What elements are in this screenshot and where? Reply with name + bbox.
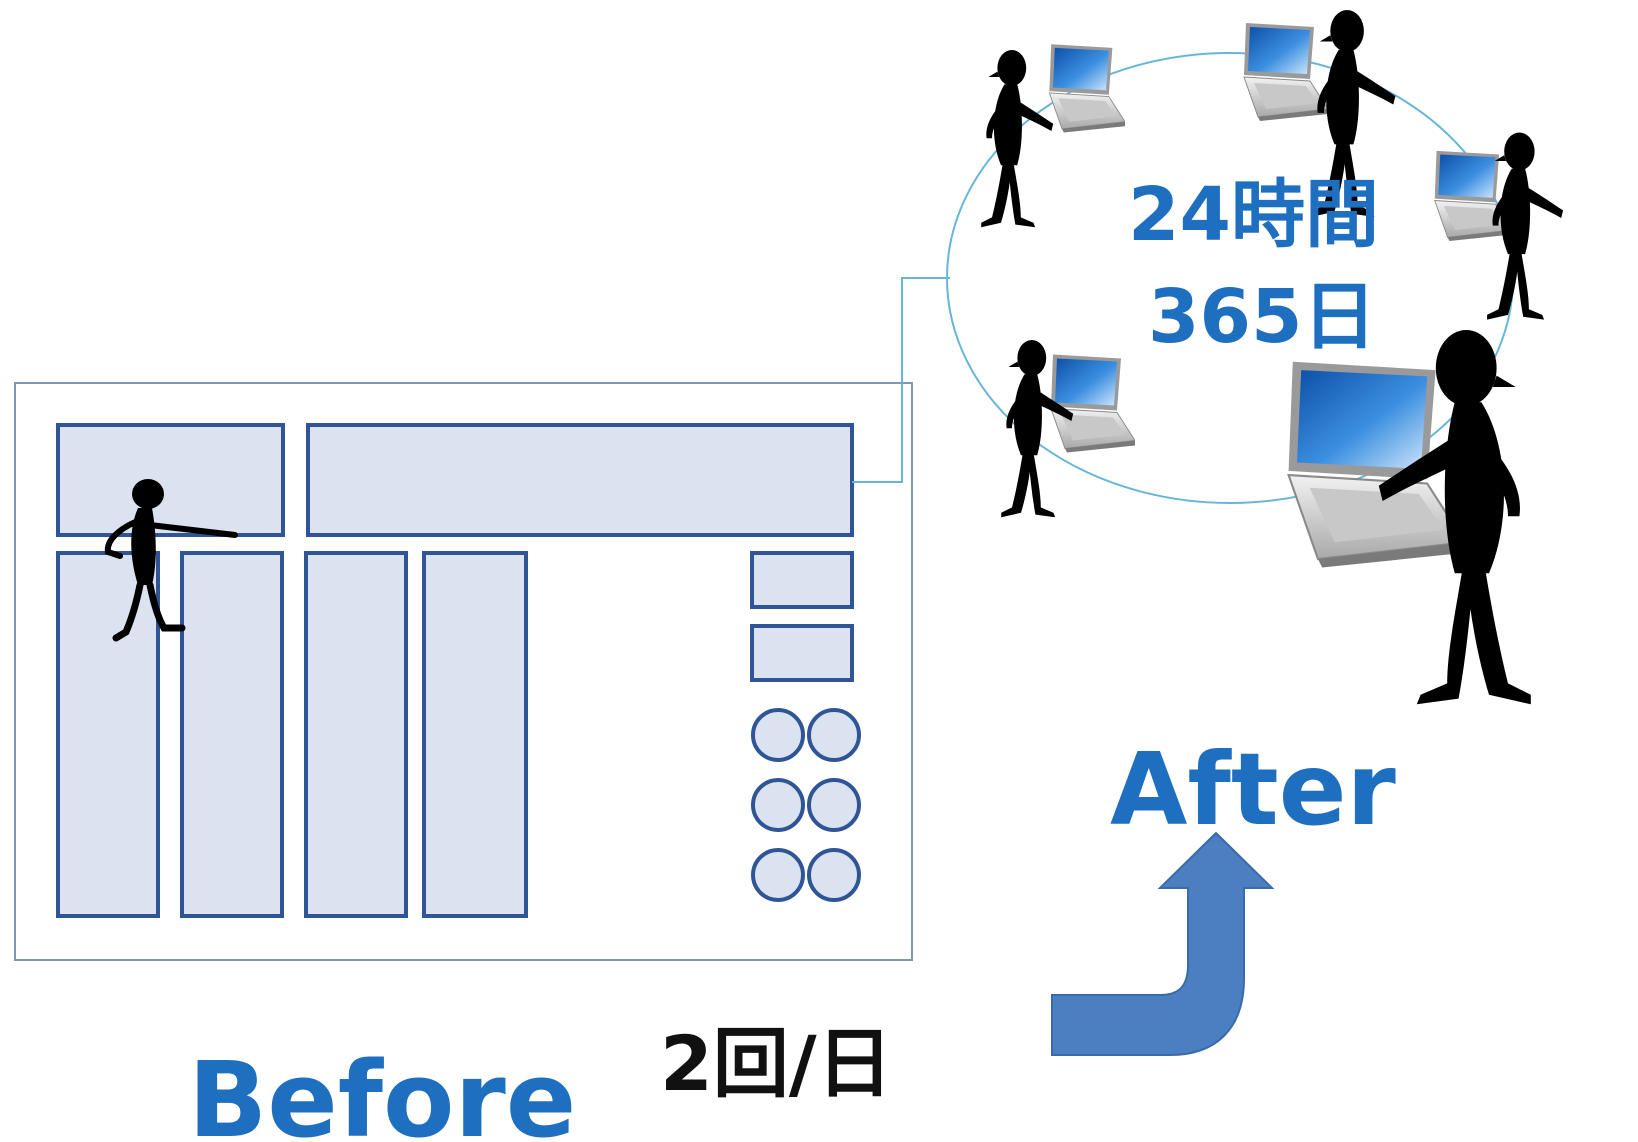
panel-column-4: [422, 551, 528, 918]
laptop-icon: [1243, 22, 1328, 122]
before-panels: [56, 423, 861, 918]
indicator-circle: [751, 708, 805, 762]
time-label-hours: 24時間: [1128, 172, 1379, 258]
laptop-icon: [1048, 43, 1125, 133]
laptop-icon: [1434, 150, 1512, 242]
indicator-circle: [807, 778, 861, 832]
indicator-circle: [807, 848, 861, 902]
laptop-icon: [1050, 353, 1135, 454]
before-label: Before: [188, 1039, 577, 1142]
panel-column-2: [180, 551, 284, 918]
panel-column-3: [304, 551, 408, 918]
person-silhouette-icon: [981, 50, 1054, 228]
time-label-days: 365日: [1148, 274, 1377, 360]
frequency-label: 2回/日: [660, 1019, 893, 1108]
panel-column-1: [56, 551, 160, 918]
indicator-circle: [751, 848, 805, 902]
panel-top-left: [56, 423, 285, 537]
panel-small-1: [750, 551, 854, 609]
person-pointing-icon: [104, 479, 238, 642]
curved-up-arrow-icon: [1051, 831, 1275, 1056]
panel-top-wide: [306, 423, 854, 537]
connector-line: [852, 277, 950, 483]
indicator-circle: [751, 778, 805, 832]
after-label: After: [1110, 731, 1396, 848]
indicator-circle: [807, 708, 861, 762]
panel-small-2: [750, 624, 854, 682]
